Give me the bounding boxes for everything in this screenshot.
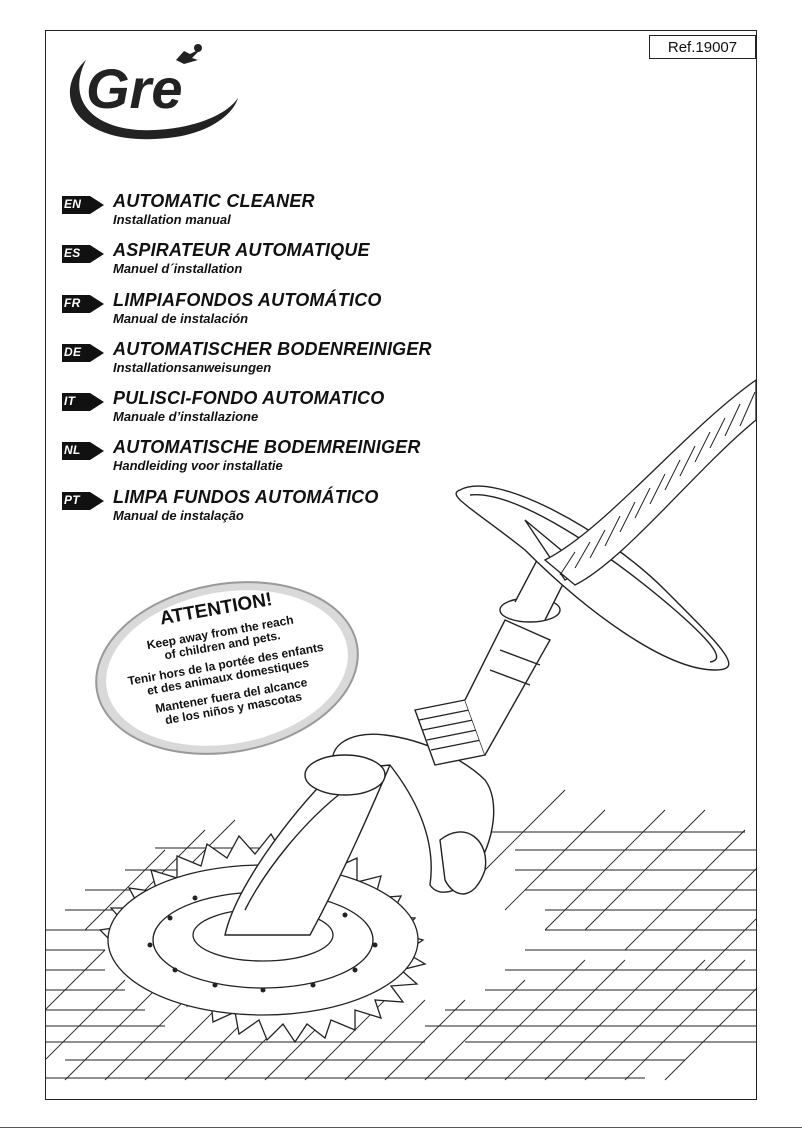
language-title: LIMPIAFONDOS AUTOMÁTICO <box>113 290 382 310</box>
language-subtitle: Handleiding voor installatie <box>113 458 283 473</box>
language-badge: FR <box>62 295 104 313</box>
language-badge: EN <box>62 196 104 214</box>
language-title: AUTOMATISCHER BODENREINIGER <box>113 339 432 359</box>
language-title: AUTOMATISCHE BODEMREINIGER <box>113 437 421 457</box>
language-title: LIMPA FUNDOS AUTOMÁTICO <box>113 487 379 507</box>
language-subtitle: Manual de instalación <box>113 311 249 326</box>
reference-number: Ref.19007 <box>649 35 756 59</box>
page-bottom-rule <box>0 1127 802 1128</box>
warning-oval <box>92 578 362 758</box>
language-subtitle: Manual de instalação <box>113 508 244 523</box>
language-badge: IT <box>62 393 104 411</box>
language-badge: ES <box>62 245 104 263</box>
gre-logo: Gre <box>58 40 248 150</box>
language-badge: NL <box>62 442 104 460</box>
logo-text: Gre <box>86 57 183 120</box>
language-subtitle: Installationsanweisungen <box>113 360 272 375</box>
language-badge: DE <box>62 344 104 362</box>
language-title: ASPIRATEUR AUTOMATIQUE <box>113 240 370 260</box>
language-subtitle: Installation manual <box>113 212 231 227</box>
language-title: AUTOMATIC CLEANER <box>113 191 315 211</box>
cleaner-illustration <box>45 370 757 1105</box>
language-subtitle: Manuel d´installation <box>113 261 243 276</box>
language-badge: PT <box>62 492 104 510</box>
language-subtitle: Manuale d’installazione <box>113 409 259 424</box>
language-title: PULISCI-FONDO AUTOMATICO <box>113 388 385 408</box>
